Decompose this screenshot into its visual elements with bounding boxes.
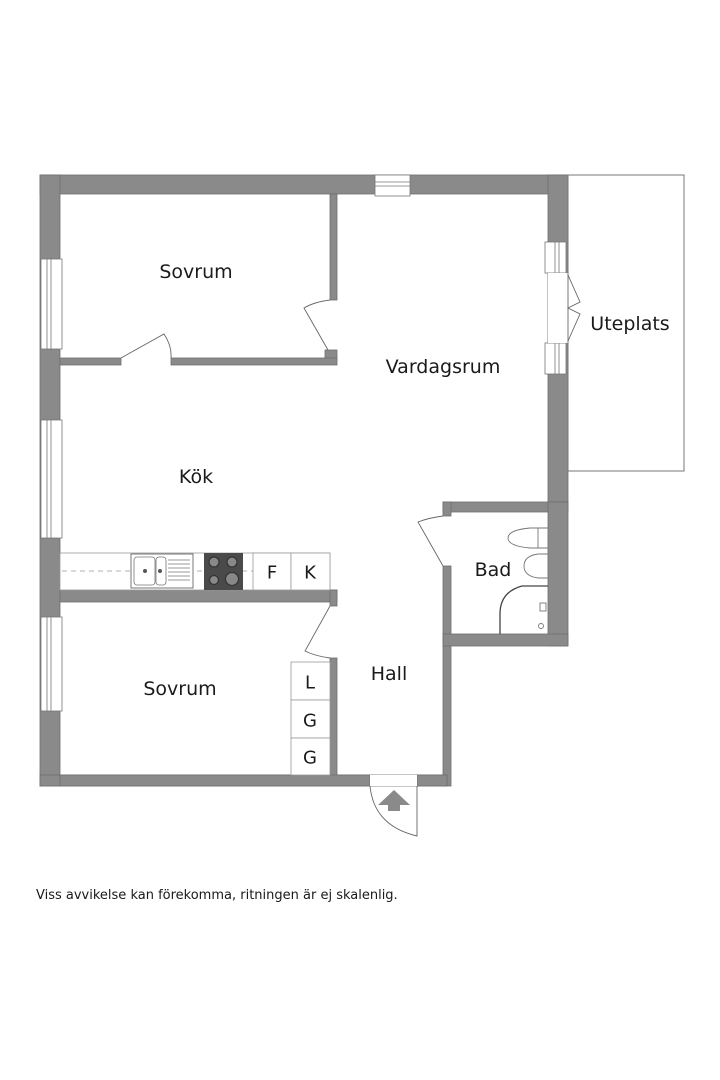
room-label-vardagsrum: Vardagsrum [385, 356, 501, 378]
fixture-fridge: F [266, 562, 278, 584]
room-label-sovrum-2: Sovrum [143, 678, 217, 700]
doors [120, 274, 581, 837]
disclaimer-note: Viss avvikelse kan förekomma, ritningen … [36, 888, 398, 903]
kitchen-counter [59, 552, 331, 591]
shower-icon [499, 585, 548, 634]
wardrobes [290, 661, 331, 776]
room-label-sovrum-1: Sovrum [159, 261, 233, 283]
uteplats-outline [567, 174, 685, 472]
fixture-freezer: K [304, 562, 316, 584]
fixture-wardrobe-1: G [303, 710, 317, 732]
room-label-kok: Kök [178, 466, 214, 488]
room-label-uteplats: Uteplats [590, 313, 670, 335]
toilet-icon [507, 527, 549, 549]
bathroom-fixtures [499, 527, 549, 634]
sink-icon [523, 553, 549, 579]
room-label-hall: Hall [370, 663, 408, 685]
fixture-wardrobe-2: G [303, 747, 317, 769]
windows [40, 174, 567, 712]
fixture-linen-closet: L [304, 672, 316, 694]
room-label-bad: Bad [474, 559, 512, 581]
entrance-arrow-icon [378, 790, 410, 811]
